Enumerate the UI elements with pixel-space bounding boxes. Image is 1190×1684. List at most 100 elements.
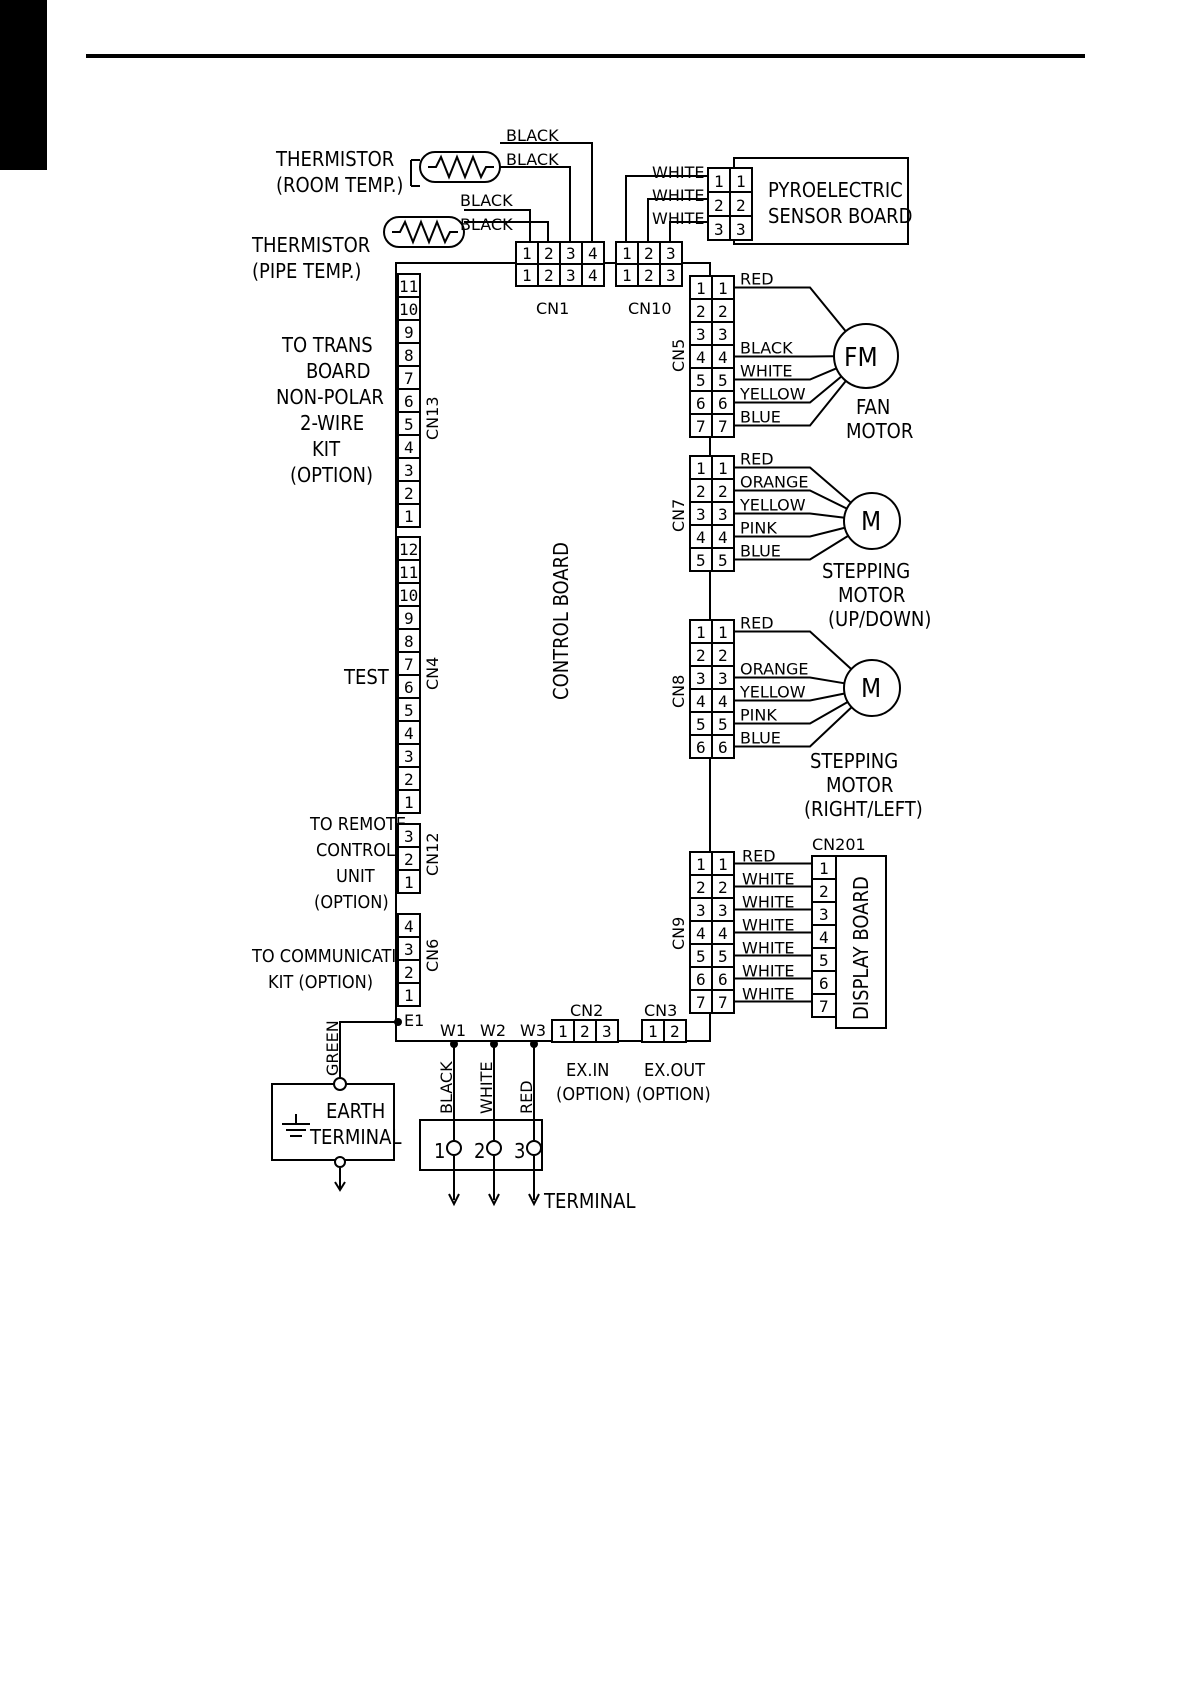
cn9-wire-label-6: WHITE: [742, 985, 794, 1004]
cn5-wire-4: [734, 380, 847, 427]
thermistor-room-line1: THERMISTOR: [275, 147, 394, 171]
cn201-pin-label-5: 5: [819, 951, 829, 970]
cn8-wire-label-2: YELLOW: [739, 683, 806, 702]
cn10-bottom-pin-3: [659, 263, 683, 287]
thermistor-pipe-line1: THERMISTOR: [251, 233, 370, 257]
to-remote-line3: UNIT: [336, 866, 375, 887]
cn7-inner-pin-label-3: 3: [696, 505, 706, 524]
to-remote-line1: TO REMOTE: [309, 814, 406, 835]
e1-label: E1: [404, 1011, 424, 1030]
cn201-pin-label-2: 2: [819, 882, 829, 901]
pyro-wire-2: [647, 198, 708, 242]
cn7-wire-4: [734, 535, 849, 561]
step-ud-line1: STEPPING: [822, 559, 910, 583]
cn5-wire-label-1: BLACK: [740, 339, 793, 358]
cn5-inner-pin-label-6: 6: [696, 394, 706, 413]
cn201-pin-label-4: 4: [819, 928, 829, 947]
cn201-name: CN201: [812, 835, 866, 854]
step-ud-line3: (UP/DOWN): [828, 607, 931, 631]
cn3-pin-label-1: 1: [648, 1022, 658, 1041]
cn3-pin-label-2: 2: [670, 1022, 680, 1041]
cn7-inner-pin-label-1: 1: [696, 459, 706, 478]
thermistor-pipe-symbol: [383, 216, 465, 248]
cn4-pin-label-5: 5: [404, 701, 414, 720]
cn9-wire-label-5: WHITE: [742, 962, 794, 981]
cn7-inner-pin-label-4: 4: [696, 528, 706, 547]
cn13-pin-label-7: 7: [404, 369, 414, 388]
to-trans-line5: KIT: [312, 437, 341, 461]
step-rl-line1: STEPPING: [810, 749, 898, 773]
cn1-bottom-pin-label-4: 4: [588, 266, 598, 285]
cn13-pin-label-11: 11: [399, 277, 418, 296]
step-rl-line2: MOTOR: [826, 773, 893, 797]
fan-motor-line2: MOTOR: [846, 419, 913, 443]
ex-out-line1: EX.OUT: [644, 1060, 705, 1081]
cn5-wire-label-0: RED: [740, 270, 774, 289]
w1-label: W1: [440, 1021, 466, 1040]
cn6-pin-label-2: 2: [404, 963, 414, 982]
pyro-right-pin-label-2: 2: [736, 196, 746, 215]
earth-wire: [339, 1021, 396, 1078]
earth-terminal-point: [333, 1077, 347, 1091]
to-remote-line4: (OPTION): [314, 892, 389, 913]
cn9-outer-pin-label-6: 6: [718, 970, 728, 989]
terminal-wire-black: BLACK: [437, 1061, 456, 1114]
cn2-pin-label-2: 2: [580, 1022, 590, 1041]
ex-out-line2: (OPTION): [636, 1084, 711, 1105]
cn2-pin-3: [595, 1019, 619, 1043]
cn6-name: CN6: [423, 939, 442, 972]
cn3-name: CN3: [644, 1001, 677, 1020]
cn7-outer-pin-label-1: 1: [718, 459, 728, 478]
cn1-bottom-pin-4: [581, 263, 605, 287]
cn12-name: CN12: [423, 833, 442, 877]
cn6-pin-label-3: 3: [404, 940, 414, 959]
wire-label-white-p3: WHITE: [652, 209, 704, 228]
cn5-outer-pin-label-4: 4: [718, 348, 728, 367]
cn7-outer-pin-label-3: 3: [718, 505, 728, 524]
to-trans-line6: (OPTION): [290, 463, 373, 487]
cn10-top-pin-label-3: 3: [666, 244, 676, 263]
thermistor-pipe-line2: (PIPE TEMP.): [252, 259, 361, 283]
cn5-outer-pin-label-1: 1: [718, 279, 728, 298]
cn12-pin-label-1: 1: [404, 873, 414, 892]
cn5-wire-label-3: YELLOW: [739, 385, 806, 404]
cn7-wire-2: [734, 512, 844, 519]
cn10-top-pin-label-2: 2: [644, 244, 654, 263]
cn4-pin-label-3: 3: [404, 747, 414, 766]
pyro-left-pin-label-1: 1: [714, 172, 724, 191]
cn7-wire-label-4: BLUE: [740, 542, 781, 561]
cn9-inner-pin-label-3: 3: [696, 901, 706, 920]
cn7-inner-pin-label-5: 5: [696, 551, 706, 570]
cn13-pin-label-6: 6: [404, 392, 414, 411]
ex-in-line2: (OPTION): [556, 1084, 631, 1105]
to-remote-line2: CONTROL: [316, 840, 395, 861]
cn5-outer-pin-label-3: 3: [718, 325, 728, 344]
pyro-left-pin-label-3: 3: [714, 220, 724, 239]
thermistor-room-symbol: [410, 151, 501, 187]
cn8-outer-pin-label-3: 3: [718, 669, 728, 688]
terminal-pin-1: 1: [434, 1139, 445, 1163]
cn201-pin-7: [811, 993, 837, 1018]
cn1-top-pin-label-4: 4: [588, 244, 598, 263]
cn9-inner-pin-label-4: 4: [696, 924, 706, 943]
green-wire-label: GREEN: [323, 1020, 342, 1076]
pyro-right-pin-label-3: 3: [736, 220, 746, 239]
cn8-outer-pin-label-6: 6: [718, 738, 728, 757]
cn8-outer-pin-label-2: 2: [718, 646, 728, 665]
cn7-wire-label-2: YELLOW: [739, 496, 806, 515]
step-ud-line2: MOTOR: [838, 583, 905, 607]
cn10-top-pin-label-1: 1: [622, 244, 632, 263]
cn4-pin-1: [397, 789, 421, 814]
cn7-wire-label-3: PINK: [740, 519, 777, 538]
cn10-bottom-pin-label-3: 3: [666, 266, 676, 285]
thermistor-wire-2: [500, 166, 571, 242]
terminal-wires: [446, 1040, 542, 1207]
cn8-inner-pin-label-6: 6: [696, 738, 706, 757]
cn201-pin-label-6: 6: [819, 974, 829, 993]
cn9-wire-label-4: WHITE: [742, 939, 794, 958]
cn8-inner-pin-label-3: 3: [696, 669, 706, 688]
cn13-pin-label-8: 8: [404, 346, 414, 365]
cn5-outer-pin-label-5: 5: [718, 371, 728, 390]
